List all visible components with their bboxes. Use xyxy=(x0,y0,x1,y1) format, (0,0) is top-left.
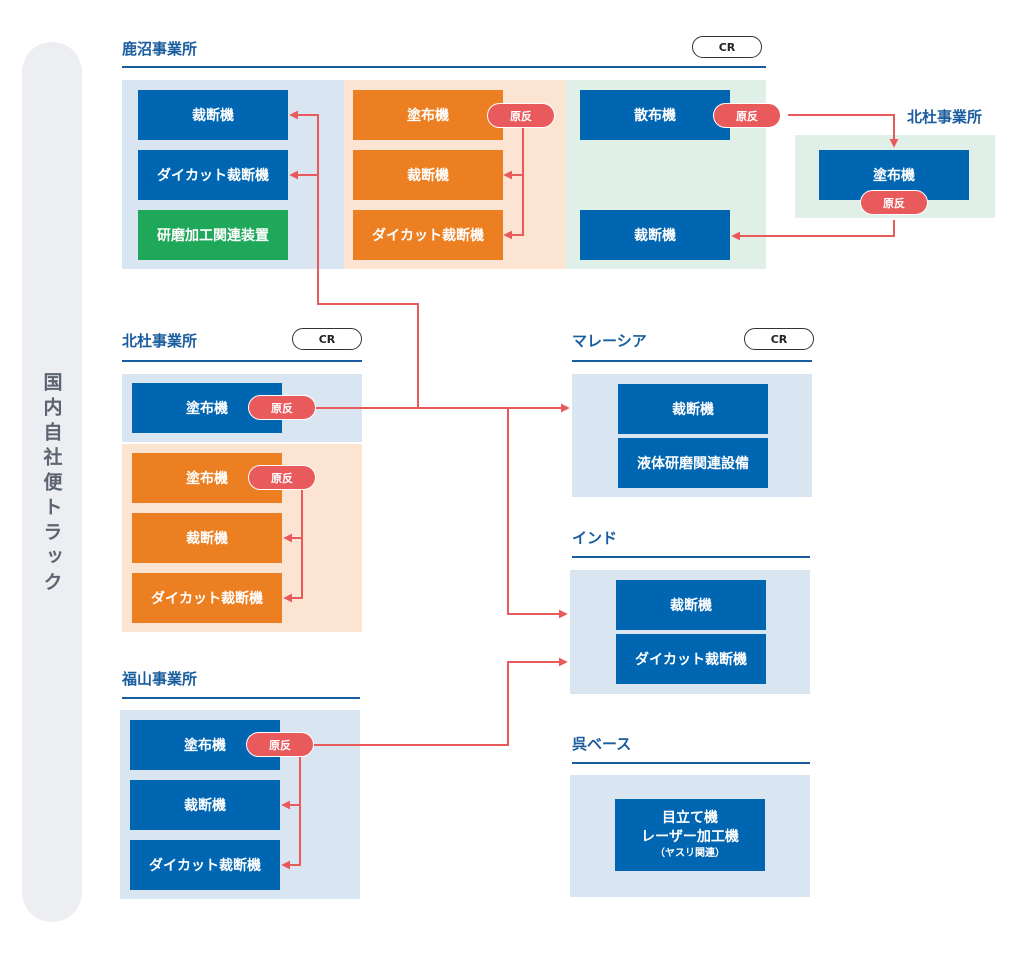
fukuyama-rule xyxy=(122,697,360,699)
kure-machine-line1: 目立て機 xyxy=(662,810,718,827)
hokuto-cr-badge: CR xyxy=(292,328,362,350)
sidebar-label: 国内自社便トラック xyxy=(40,372,63,597)
fukuyama-diecut-cutter: ダイカット裁断機 xyxy=(130,840,280,890)
hokuto-coater-genhan-pill: 原反 xyxy=(248,395,316,420)
fukuyama-coater-genhan-pill: 原反 xyxy=(246,732,314,757)
kanuma-spreader-genhan-pill: 原反 xyxy=(713,103,781,128)
kure-rule xyxy=(572,762,810,764)
hokuto-to-kanuma-cutter-connector xyxy=(731,220,895,241)
hokuto-coater-2-genhan-pill: 原反 xyxy=(248,465,316,490)
hokuto-to-india-connector xyxy=(507,408,568,619)
hokuto-to-kanuma-connector xyxy=(289,110,419,408)
malaysia-cutter: 裁断機 xyxy=(618,384,768,434)
kanuma-cr-badge: CR xyxy=(692,36,762,58)
kanuma-diecut-cutter: ダイカット裁断機 xyxy=(138,150,288,200)
fukuyama-connector xyxy=(281,745,301,870)
kanuma-rule xyxy=(122,66,766,68)
hokuto-diecut-cutter: ダイカット裁断機 xyxy=(132,573,282,623)
spreader-to-hokuto-connector xyxy=(788,114,899,148)
kanuma-orange-connector xyxy=(503,115,524,240)
hokuto-title: 北杜事業所 xyxy=(122,332,198,350)
hokuto-top-genhan-pill: 原反 xyxy=(860,190,928,215)
kanuma-coater: 塗布機 xyxy=(353,90,503,140)
kanuma-cutter-2: 裁断機 xyxy=(353,150,503,200)
kanuma-cutter: 裁断機 xyxy=(138,90,288,140)
hokuto-cutter: 裁断機 xyxy=(132,513,282,563)
india-cutter: 裁断機 xyxy=(616,580,766,630)
fukuyama-title: 福山事業所 xyxy=(122,670,198,688)
fukuyama-cutter: 裁断機 xyxy=(130,780,280,830)
kanuma-polishing-equipment: 研磨加工関連装置 xyxy=(138,210,288,260)
india-rule xyxy=(572,556,810,558)
hokuto-orange-connector xyxy=(283,478,303,603)
india-title: インド xyxy=(572,529,618,547)
kanuma-coater-genhan-pill: 原反 xyxy=(487,103,555,128)
malaysia-title: マレーシア xyxy=(572,332,647,350)
malaysia-cr-badge: CR xyxy=(744,328,814,350)
malaysia-liquid-polishing-equipment: 液体研磨関連設備 xyxy=(618,438,768,488)
kanuma-diecut-cutter-2: ダイカット裁断機 xyxy=(353,210,503,260)
kure-machine-line3: （ヤスリ関連） xyxy=(655,848,725,860)
hokuto-top-title: 北杜事業所 xyxy=(907,108,983,126)
kanuma-title: 鹿沼事業所 xyxy=(122,40,198,58)
kanuma-spreader: 散布機 xyxy=(580,90,730,140)
sidebar-track xyxy=(22,42,82,922)
india-diecut-cutter: ダイカット裁断機 xyxy=(616,634,766,684)
kanuma-cutter-3: 裁断機 xyxy=(580,210,730,260)
fukuyama-to-india-connector xyxy=(313,657,568,746)
kure-machine-line2: レーザー加工機 xyxy=(641,829,739,846)
malaysia-rule xyxy=(572,360,812,362)
hokuto-rule xyxy=(122,360,362,362)
kure-machine-box: 目立て機 レーザー加工機 （ヤスリ関連） xyxy=(615,799,765,871)
kure-title: 呉ベース xyxy=(572,735,632,753)
